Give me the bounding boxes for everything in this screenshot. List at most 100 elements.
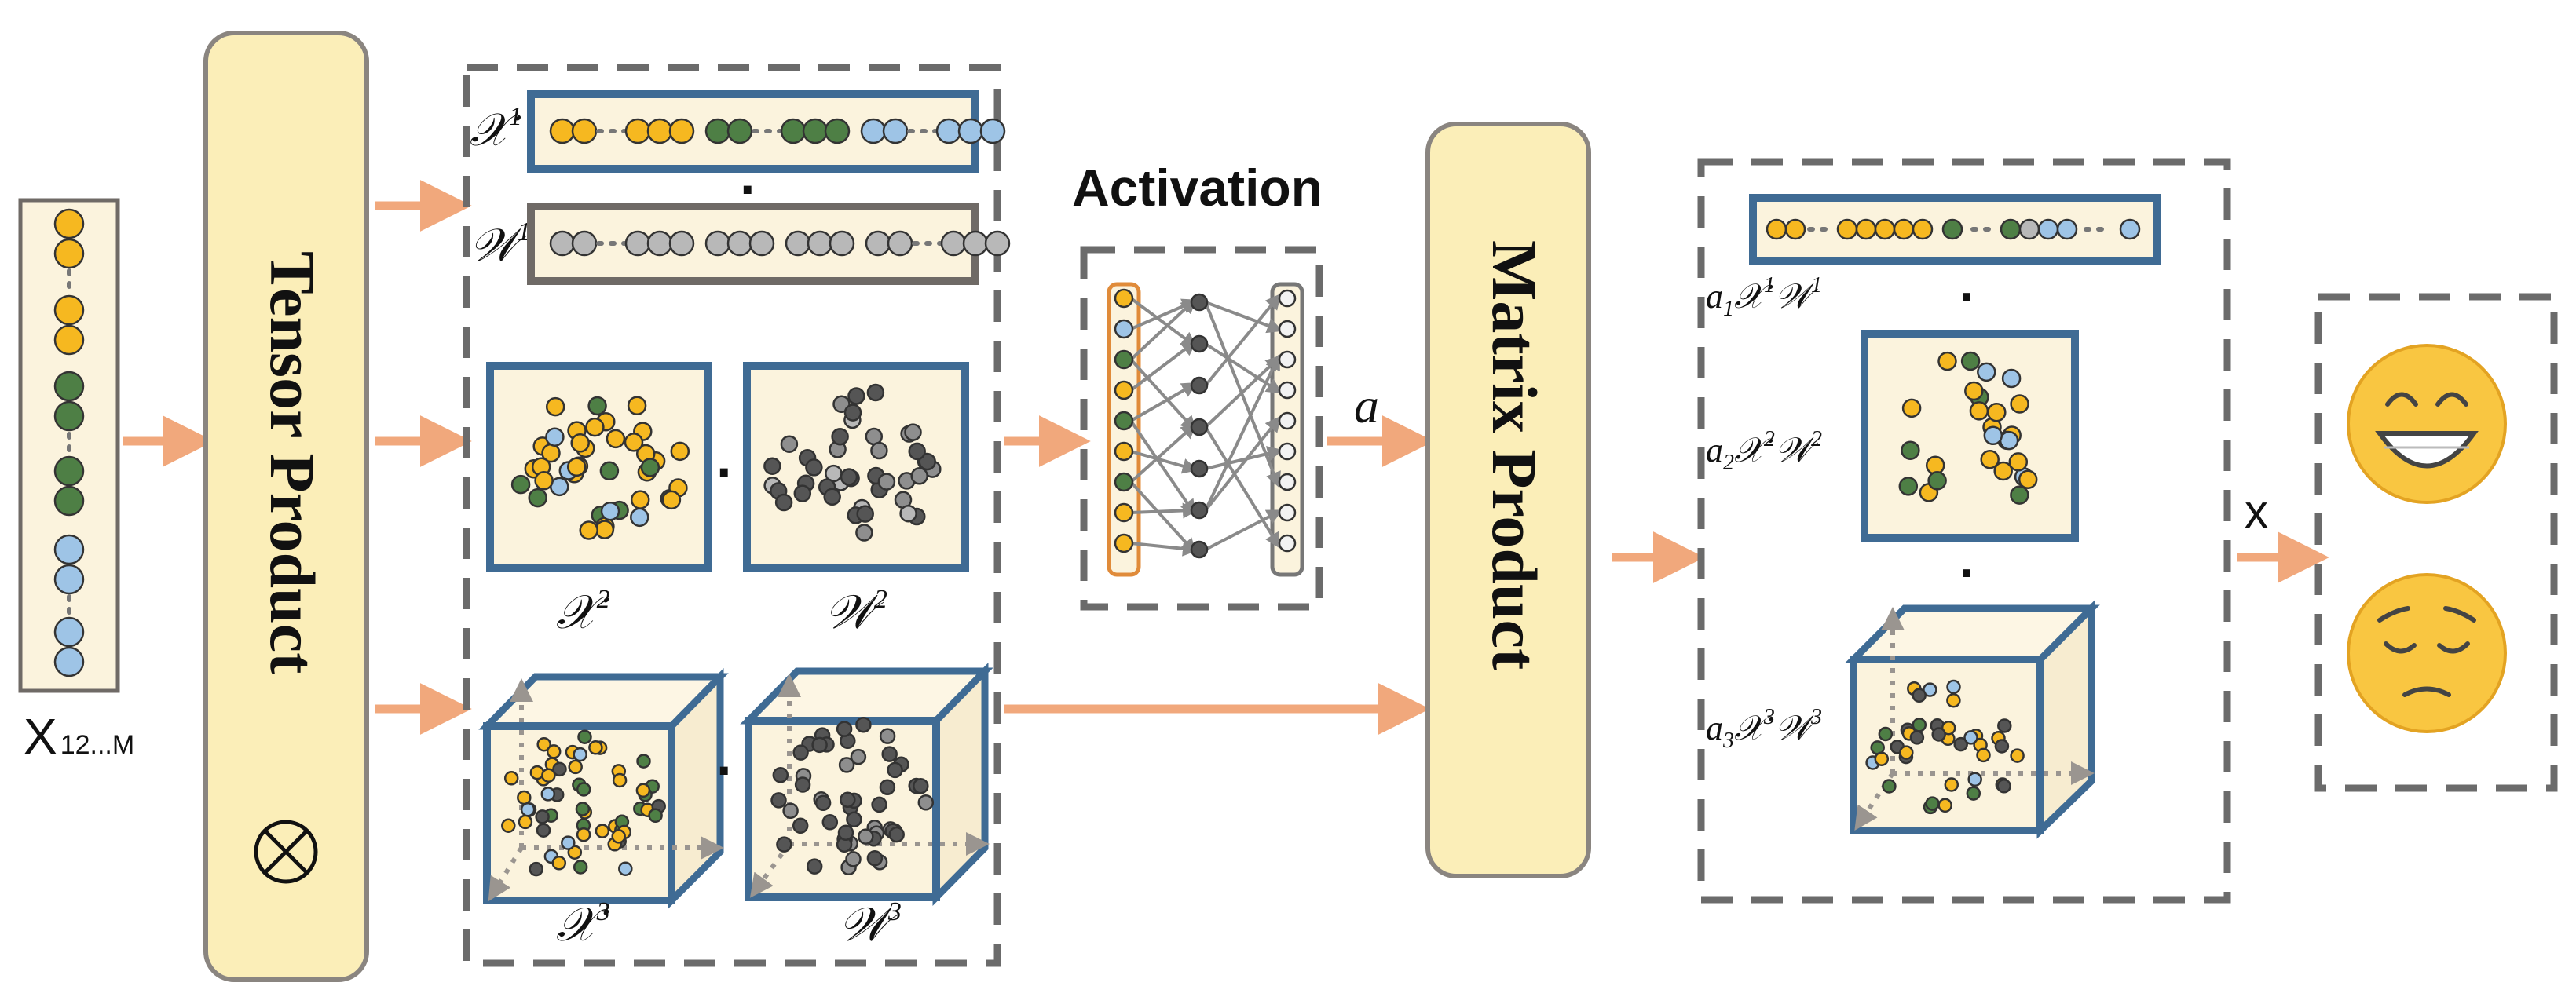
order1-w-dots [549, 230, 1011, 257]
weighted-vector-dot [1836, 218, 1858, 240]
grinning-face-icon [2347, 344, 2507, 504]
hidden-neuron [1190, 540, 1209, 559]
weight-tensor-dot [858, 828, 874, 845]
vector-element-dot [957, 118, 984, 144]
vector-element-dot [549, 230, 576, 257]
vector-element-dot [668, 118, 695, 144]
connection-arrow [1205, 301, 1283, 334]
weight-tensor-dot [845, 851, 862, 867]
weighted-matrix-dot [1987, 402, 2007, 422]
weighted-vector-dot [2000, 218, 2022, 240]
weighted-matrix-dot [1898, 477, 1919, 496]
matrix-entry-dot [595, 520, 615, 539]
weighted-matrix-dot [1901, 440, 1920, 460]
connection-arrow [1129, 480, 1197, 554]
weighted-matrix-dot [2001, 368, 2022, 389]
vector-element-dot [785, 230, 811, 257]
hidden-neuron [1190, 293, 1209, 312]
weighted-tensor-dot [1912, 688, 1927, 703]
matrix-entry-dot [599, 461, 620, 481]
connection-arrow [1129, 298, 1197, 361]
connection-arrow [1129, 419, 1196, 516]
tensor-entry-dot [612, 772, 628, 788]
input-neuron [1114, 472, 1134, 492]
matrix-entry-dot [606, 429, 626, 449]
matrix-entry-dot [670, 441, 690, 462]
weighted-tensor-dot [1878, 726, 1894, 742]
order3-w-label: 𝒲3 [839, 897, 902, 951]
vector-element-dot [624, 230, 651, 257]
activation-title: Activation [1072, 159, 1323, 217]
output-neuron [1278, 350, 1297, 369]
order3-w-cube [740, 663, 993, 906]
weight-entry-dot [780, 435, 799, 453]
activation-network [1107, 282, 1304, 577]
vector-element-dot [704, 118, 731, 144]
weighted-tensor-dot [1997, 718, 2012, 733]
input-neuron [1114, 533, 1134, 553]
matrix-product-block: Matrix Product [1425, 122, 1591, 878]
matrix-entry-dot [528, 488, 547, 508]
vector-element-dot [726, 230, 753, 257]
matrix-entry-dot [587, 396, 607, 416]
weight-entry-dot [855, 524, 873, 542]
matrix-product-label: Matrix Product [1479, 240, 1550, 670]
matrix-entry-dot [600, 501, 620, 521]
input-feature-dot [53, 534, 85, 565]
weight-tensor-dot [782, 802, 799, 820]
weighted-tensor-dot [1966, 786, 1981, 801]
input-label-sub: 12...M [60, 730, 134, 760]
tensor-entry-dot [540, 787, 556, 802]
connection-arrow [1205, 509, 1283, 551]
matrix-entry-dot [545, 396, 565, 417]
input-feature-dot [53, 485, 85, 517]
weight-entry-dot [870, 441, 888, 460]
output-operator: x [2245, 485, 2268, 538]
connection-arrow [1204, 301, 1281, 488]
weighted-matrix-dot [1927, 471, 1947, 491]
input-feature-dot [53, 646, 85, 677]
weighted-vector-dot [2119, 218, 2141, 240]
tensor-product-symbol [254, 820, 318, 884]
weight-entry-dot [793, 484, 812, 502]
weight-tensor-dot [792, 744, 809, 761]
weight-tensor-dot [881, 746, 898, 762]
vector-element-dot [979, 118, 1006, 144]
weighted-vector-dot [1855, 218, 1877, 240]
weight-tensor-dot [794, 776, 811, 793]
weighted-matrix-dot [1937, 351, 1957, 371]
weighted-tensor-dot [1912, 718, 1927, 732]
weight-tensor-dot [855, 716, 872, 733]
tensor-entry-dot [517, 790, 532, 805]
weight-entry-dot [843, 404, 862, 422]
weight-tensor-dot [866, 849, 884, 867]
input-feature-dot [53, 455, 85, 487]
connection-arrow [1129, 340, 1198, 392]
tensor-entry-dot [567, 845, 583, 860]
input-label-main: X [24, 708, 57, 765]
weighted-matrix-dot [2018, 469, 2038, 489]
weighted-matrix-dot [1993, 461, 2013, 481]
weighted-tensor-dot [1946, 679, 1961, 695]
vector-element-dot [726, 118, 753, 144]
tensor-entry-dot [588, 740, 603, 755]
output-neuron [1278, 534, 1297, 553]
input-feature-dot [53, 400, 85, 432]
order1-w-label: 𝒲1 [470, 217, 531, 271]
input-neuron [1114, 319, 1134, 339]
hidden-neuron [1190, 501, 1209, 520]
connection-arrow [1204, 415, 1281, 512]
weighted-vector-dot [2056, 218, 2078, 240]
weighted-tensor-dot [1937, 798, 1952, 813]
matrix-entry-dot [566, 457, 587, 477]
vector-element-dot [824, 118, 851, 144]
hidden-neuron [1190, 334, 1209, 353]
matrix-entry-dot [630, 490, 650, 509]
input-neuron [1114, 441, 1134, 462]
weight-tensor-dot [821, 814, 839, 831]
order2-w-label: 𝒲2 [825, 585, 887, 638]
output-neuron [1278, 473, 1297, 491]
matrix-entry-dot [510, 474, 531, 495]
weight-tensor-dot [917, 794, 935, 811]
